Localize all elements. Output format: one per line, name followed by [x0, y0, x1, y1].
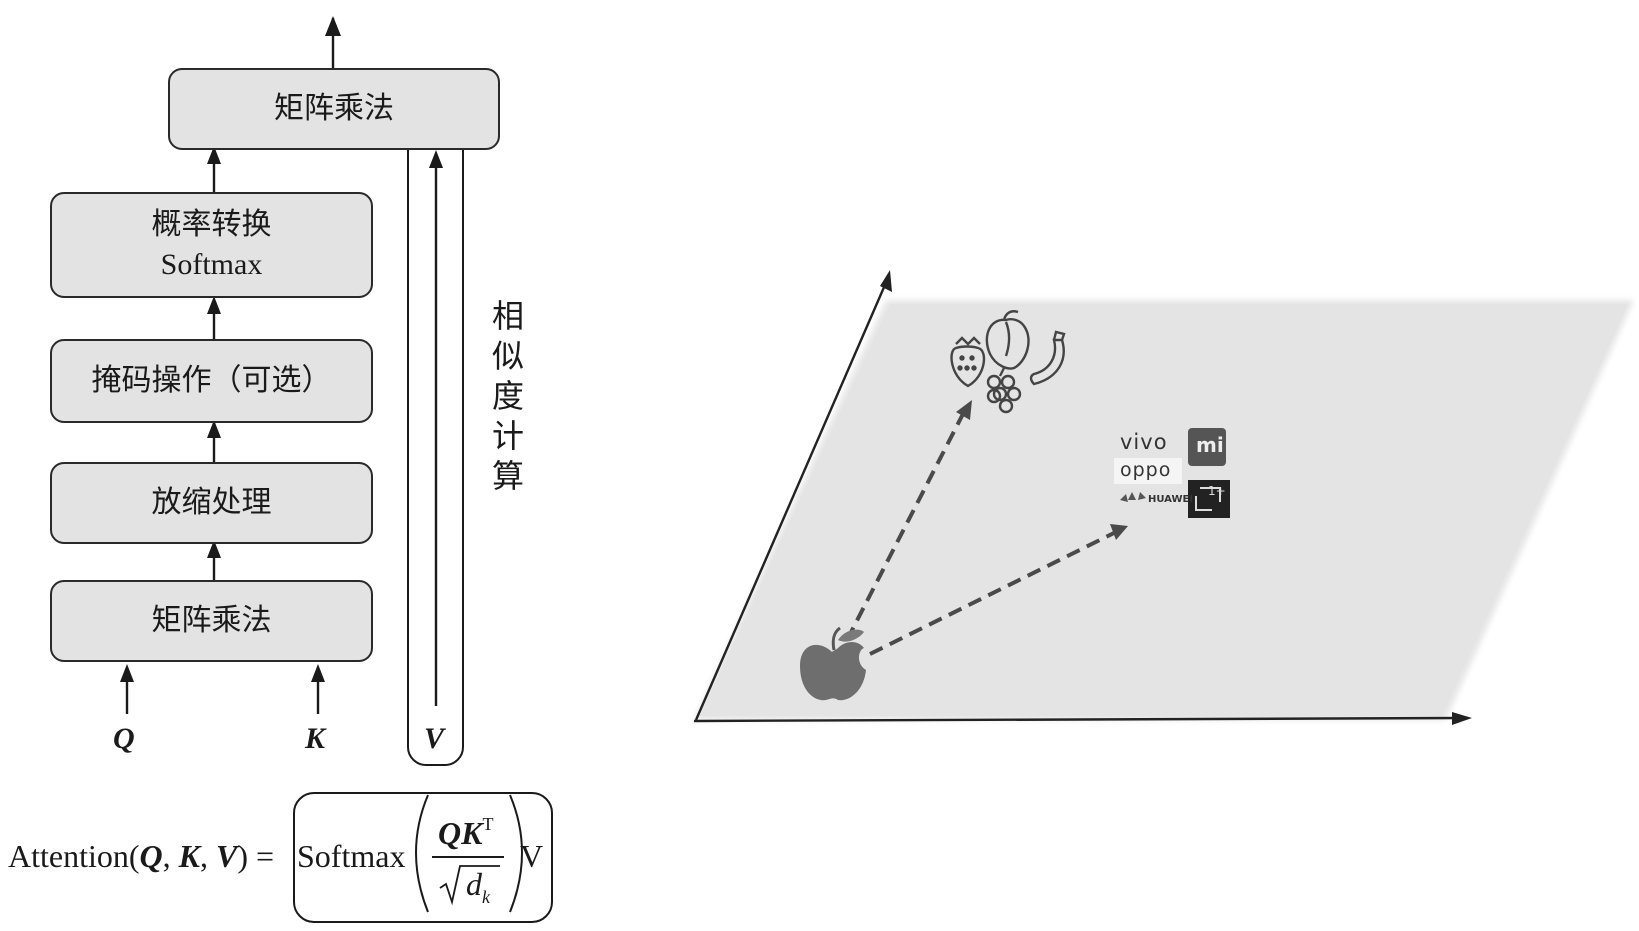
similarity-vertical-label: 相 似 度 计 算 — [488, 296, 528, 496]
huawei-logo: HUAWEI — [1148, 494, 1194, 505]
matmul-bottom-label: 矩阵乘法 — [151, 602, 272, 638]
formula-q: Q — [139, 838, 163, 874]
formula-num-sup: T — [482, 814, 494, 834]
formula-right-paren — [509, 794, 523, 913]
formula-den-k: k — [482, 887, 490, 907]
softmax-box: 概率转换 Softmax — [50, 192, 373, 298]
formula-lhs: Attention( — [8, 838, 140, 874]
mi-logo-bg — [1188, 428, 1226, 466]
matmul-top-box: 矩阵乘法 — [168, 68, 500, 150]
formula-v: V — [215, 838, 238, 874]
formula-highlight-box — [293, 792, 553, 923]
huawei-petals — [1120, 492, 1146, 502]
oneplus-logo: 1+ — [1208, 484, 1226, 498]
input-v-label: V — [424, 722, 445, 755]
softmax-label-en: Softmax — [160, 248, 263, 281]
matmul-top-label: 矩阵乘法 — [274, 90, 394, 126]
axis-y — [694, 277, 890, 721]
formula-numerator: QKT — [438, 814, 494, 852]
formula-sqrt-sign — [439, 865, 500, 906]
formula-num-q: Q — [438, 815, 462, 851]
formula-equals: ) = — [237, 838, 275, 874]
formula-denominator: dk — [466, 866, 490, 907]
vivo-logo: vivo — [1120, 430, 1168, 454]
apple-icon — [800, 626, 866, 701]
mask-label: 掩码操作（可选） — [91, 362, 332, 398]
mask-box: 掩码操作（可选） — [50, 339, 373, 423]
oneplus-mark — [1195, 487, 1221, 511]
formula-num-k: K — [461, 815, 483, 851]
oppo-logo-bg — [1114, 458, 1182, 484]
scale-box: 放缩处理 — [50, 462, 373, 544]
attention-formula: Attention(Q, K, V) = — [8, 838, 274, 875]
formula-comma-2: , — [199, 838, 216, 874]
formula-k: K — [178, 838, 200, 874]
axis-x — [693, 716, 1461, 723]
formula-den-d: d — [466, 866, 482, 902]
similarity-char-3: 度 — [491, 377, 524, 415]
mi-logo: mi — [1196, 433, 1224, 457]
input-k-label: K — [305, 722, 326, 755]
similarity-char-1: 相 — [491, 297, 524, 335]
matmul-bottom-box: 矩阵乘法 — [50, 580, 373, 662]
input-q-label: Q — [113, 722, 135, 755]
formula-tail-v: V — [520, 838, 544, 874]
brand-logos — [1114, 428, 1230, 518]
scale-label: 放缩处理 — [151, 484, 272, 520]
softmax-label-zh: 概率转换 — [151, 206, 272, 242]
fruits-icon — [950, 310, 1066, 414]
formula-left-paren — [415, 794, 429, 913]
similarity-char-4: 计 — [491, 417, 524, 455]
oppo-logo: oppo — [1120, 459, 1172, 481]
similarity-char-5: 算 — [491, 457, 524, 495]
dashed-arrow-to-brands — [869, 529, 1119, 656]
formula-softmax: Softmax — [297, 838, 406, 874]
formula-comma-1: , — [162, 838, 179, 874]
similarity-char-2: 似 — [491, 337, 524, 375]
